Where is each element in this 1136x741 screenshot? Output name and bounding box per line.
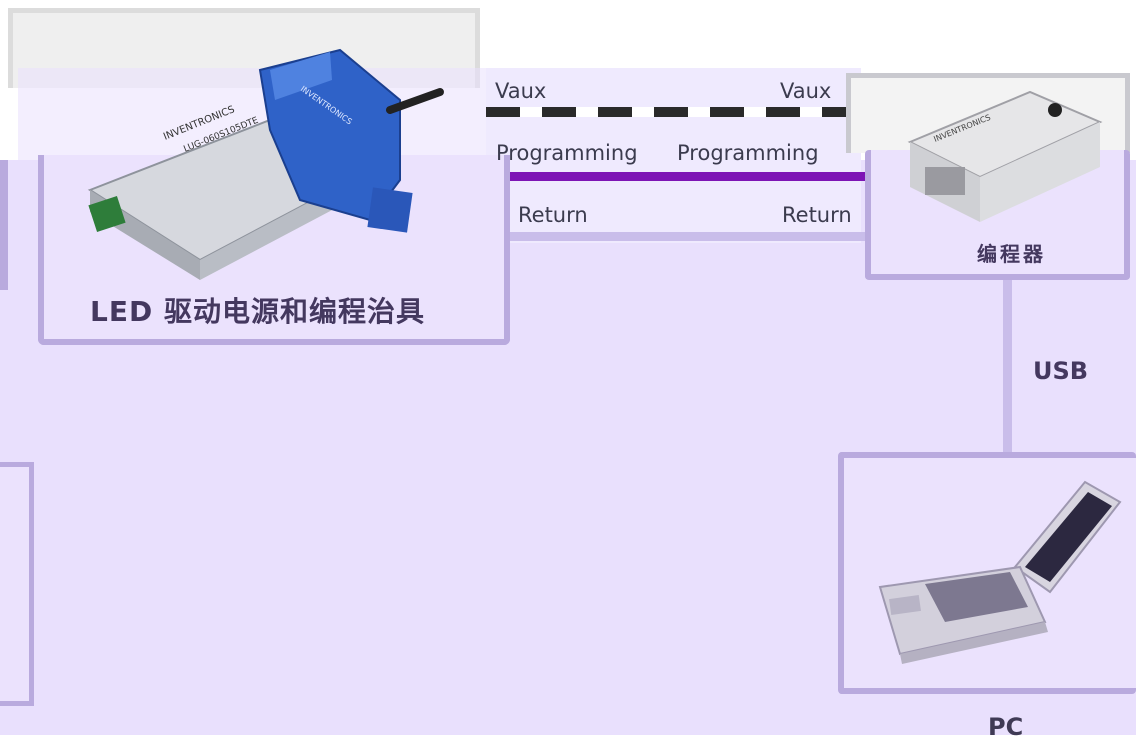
laptop-image xyxy=(878,480,1122,664)
left-edge-panel-fragment xyxy=(0,462,34,706)
wire-label-programming-left: Programming xyxy=(496,141,638,165)
wire-label-programming-right: Programming xyxy=(677,141,819,165)
led-driver-image: INVENTRONICS LUG-060S105DTE INVENTRONICS xyxy=(87,48,444,280)
wire-label-return-right: Return xyxy=(782,203,852,227)
usb-label: USB xyxy=(1033,357,1089,385)
wire-label-return-left: Return xyxy=(518,203,588,227)
vaux-wire xyxy=(486,107,848,117)
wire-label-vaux-right: Vaux xyxy=(780,79,832,103)
bottom-white-strip xyxy=(0,735,1136,740)
pc-panel-title: PC xyxy=(988,713,1024,741)
usb-cable xyxy=(1003,280,1012,452)
wire-label-vaux-left: Vaux xyxy=(495,79,547,103)
left-edge-fragment xyxy=(0,160,8,290)
programmer-device-image: INVENTRONICS xyxy=(907,90,1103,222)
programming-wire xyxy=(510,172,865,181)
programmer-panel-title: 编程器 xyxy=(977,242,1046,266)
led-driver-panel-title: LED 驱动电源和编程治具 xyxy=(90,295,425,328)
wire-area-background xyxy=(486,68,861,243)
return-wire xyxy=(510,232,865,241)
